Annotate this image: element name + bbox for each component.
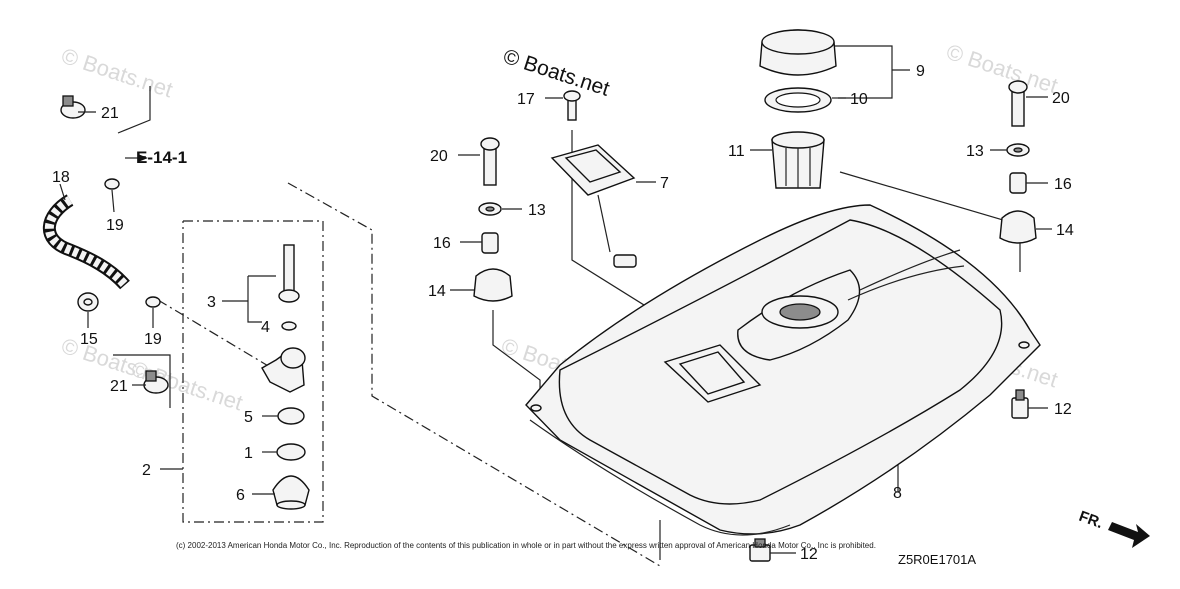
arrow-icon bbox=[138, 154, 148, 162]
diagram-code: Z5R0E1701A bbox=[898, 552, 976, 567]
callout-6: 6 bbox=[236, 487, 245, 504]
watermark: © Boats.net bbox=[943, 39, 1060, 98]
callout-3: 3 bbox=[207, 294, 216, 311]
callout-8: 8 bbox=[893, 485, 902, 502]
callout-19: 19 bbox=[106, 217, 124, 234]
callout-21: 21 bbox=[110, 378, 128, 395]
fuel-hose-texture bbox=[44, 196, 129, 289]
callout-21: 21 bbox=[101, 105, 119, 122]
arrow-right-icon bbox=[1108, 522, 1150, 548]
callout-19: 19 bbox=[144, 331, 162, 348]
clip-21-top bbox=[60, 95, 86, 119]
front-direction-indicator: FR. bbox=[1077, 508, 1150, 548]
callout-4: 4 bbox=[261, 319, 270, 336]
clip-12-right bbox=[1011, 389, 1029, 419]
clip-19-top bbox=[104, 178, 120, 190]
watermark: © Boats.net bbox=[58, 43, 175, 102]
callout-15: 15 bbox=[80, 331, 98, 348]
callout-16: 16 bbox=[433, 235, 451, 252]
callout-16: 16 bbox=[1054, 176, 1072, 193]
collar-15 bbox=[77, 292, 99, 312]
callout-7: 7 bbox=[660, 175, 669, 192]
front-label: FR. bbox=[1077, 508, 1106, 532]
fuel-valve-assembly bbox=[261, 244, 310, 510]
clip-19-bottom bbox=[145, 296, 161, 308]
callout-18: 18 bbox=[52, 169, 70, 186]
callout-13: 13 bbox=[966, 143, 984, 160]
fuel-cap-assembly bbox=[759, 29, 837, 189]
callout-leaders bbox=[59, 96, 1052, 554]
callout-5: 5 bbox=[244, 409, 253, 426]
callout-14: 14 bbox=[1056, 222, 1074, 239]
callout-10: 10 bbox=[850, 91, 868, 108]
callout-20: 20 bbox=[430, 148, 448, 165]
callout-14: 14 bbox=[428, 283, 446, 300]
reference-label: E-14-1 bbox=[136, 148, 187, 167]
callout-2: 2 bbox=[142, 462, 151, 479]
fuel-tank bbox=[525, 204, 1041, 536]
callout-9: 9 bbox=[916, 63, 925, 80]
mount-stack-right bbox=[999, 80, 1037, 244]
callout-20: 20 bbox=[1052, 90, 1070, 107]
callout-1: 1 bbox=[244, 445, 253, 462]
callout-17: 17 bbox=[517, 91, 535, 108]
callout-13: 13 bbox=[528, 202, 546, 219]
callout-11: 11 bbox=[728, 143, 745, 160]
clip-12-bottom bbox=[749, 538, 771, 562]
mount-stack-left bbox=[473, 137, 513, 302]
copyright-notice: (c) 2002-2013 American Honda Motor Co., … bbox=[176, 541, 876, 550]
fuel-gauge-assembly bbox=[550, 90, 637, 268]
callouts: 21 18 19 19 15 21 3 4 5 1 2 6 17 7 20 13… bbox=[52, 63, 1074, 563]
callout-12: 12 bbox=[1054, 401, 1072, 418]
callout-12: 12 bbox=[800, 546, 818, 563]
